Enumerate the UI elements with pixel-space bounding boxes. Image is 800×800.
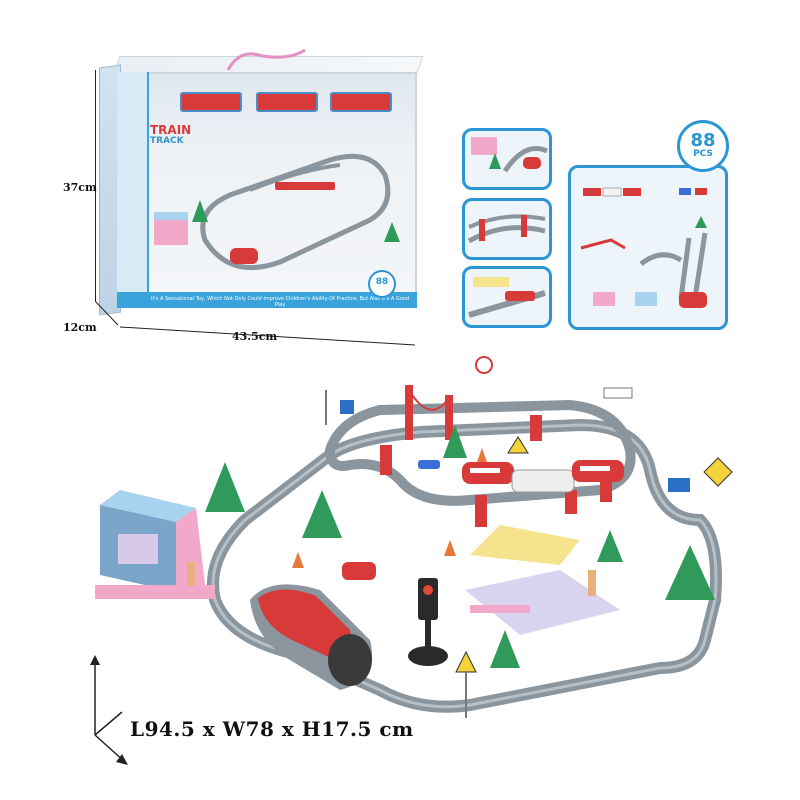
depth-label: 12cm: [63, 321, 97, 334]
piece-unit: PCS: [693, 149, 713, 159]
train: [462, 460, 624, 493]
height-dimension-line: [95, 70, 96, 302]
tree-5: [665, 545, 715, 600]
box-train-banner-2: [256, 92, 318, 112]
warning-sign-1: [507, 436, 529, 454]
direction-sign: [668, 478, 690, 492]
blue-car: [418, 460, 440, 469]
station-detail-image: [471, 137, 549, 173]
station-house: [95, 490, 215, 599]
parts-contents-image: [580, 187, 708, 308]
bridge-detail-image: [467, 214, 546, 244]
tree-3: [443, 425, 467, 458]
cone-1: [292, 552, 304, 568]
bird-sign: [603, 387, 633, 399]
bridge-tower-right: [445, 395, 453, 440]
assembled-size-label: L94.5 x W78 x H17.5 cm: [130, 717, 414, 741]
pillar-5: [565, 490, 577, 514]
tree-2: [302, 490, 342, 538]
parking-sign: [340, 400, 354, 414]
roundabout-sign: [703, 457, 733, 487]
no-turn-sign: [475, 356, 493, 374]
platform: [465, 525, 620, 635]
tree-1: [205, 462, 245, 512]
red-car: [342, 562, 376, 580]
cone-3: [477, 448, 487, 462]
height-label: 37cm: [63, 181, 97, 194]
box-train-banner-3: [330, 92, 392, 112]
pillar-4: [600, 480, 612, 502]
box-caption: It's A Sensational Toy, Which Not Only C…: [150, 296, 409, 308]
tunnel: [250, 584, 372, 690]
traffic-light: [408, 578, 448, 666]
outer-track-rail: [211, 423, 718, 709]
detail-panel-bridge: [462, 198, 552, 260]
bridge-tower-left: [405, 385, 413, 440]
brand-logo: TRAIN TRACK: [150, 123, 192, 147]
box-train-banner-1: [180, 92, 242, 112]
brand-line-2: TRACK: [150, 136, 184, 146]
box-piece-badge: 88: [368, 270, 396, 298]
pillar-1: [380, 445, 392, 475]
box-left-strip: [117, 72, 149, 308]
person-1: [187, 562, 195, 586]
parts-contents-panel: [568, 165, 728, 330]
person-2: [588, 570, 596, 596]
detail-panel-train: [462, 266, 552, 328]
piece-count-badge: 88 PCS: [677, 120, 729, 172]
brand-line-1: TRAIN: [150, 123, 192, 137]
cone-2: [444, 540, 456, 556]
pillar-2: [475, 495, 487, 527]
detail-panel-station: [462, 128, 552, 190]
box-bottom-band: [117, 292, 417, 308]
piece-count: 88: [690, 130, 716, 151]
pillar-3: [530, 415, 542, 441]
train-detail-image: [468, 277, 546, 318]
tree-4: [597, 530, 623, 562]
width-label: 43.5cm: [232, 330, 278, 343]
tree-6: [490, 630, 520, 668]
